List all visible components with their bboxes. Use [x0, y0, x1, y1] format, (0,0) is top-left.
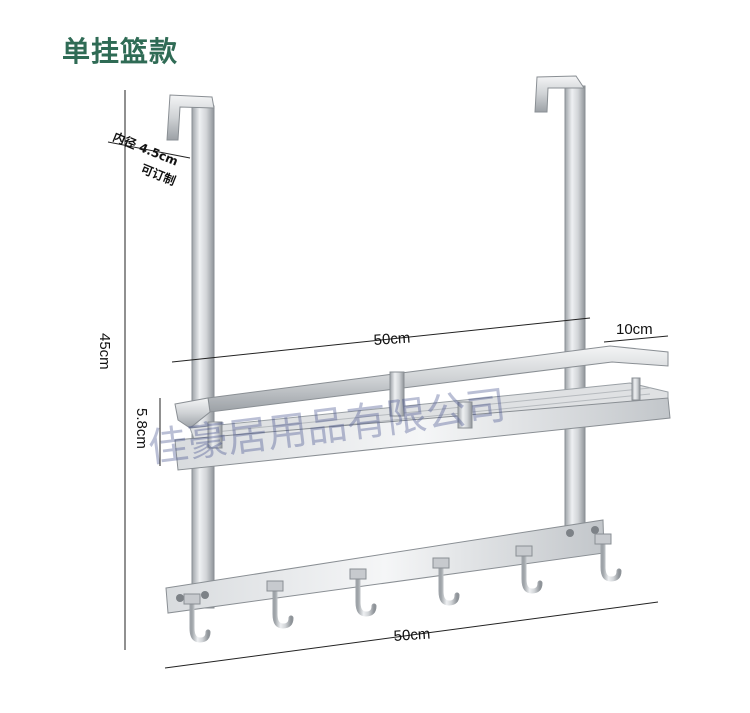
basket-width-label: 50cm: [373, 329, 411, 349]
hook-bar: [165, 519, 605, 614]
basket-width-dimension-line: [171, 317, 591, 363]
left-upright: [166, 94, 215, 609]
hook-4: [432, 557, 460, 606]
page-title: 单挂篮款: [62, 35, 179, 68]
inner-diameter-pointer: [107, 141, 191, 159]
hook-width-dimension-line: [164, 601, 659, 669]
hook-1: [183, 593, 211, 643]
hooks: [183, 533, 622, 643]
hook-2: [266, 580, 294, 629]
hook-6: [594, 533, 622, 582]
right-upright: [534, 75, 586, 527]
hook-5: [515, 545, 543, 594]
basket-depth-label: 10cm: [616, 321, 653, 338]
dimension-lines: [107, 90, 669, 669]
height-label: 45cm: [96, 333, 113, 370]
basket: [174, 345, 671, 471]
hook-3: [349, 568, 377, 617]
hook-width-label: 50cm: [393, 625, 431, 645]
basket-depth-dimension-line: [603, 335, 669, 343]
basket-height-label: 5.8cm: [133, 408, 150, 449]
